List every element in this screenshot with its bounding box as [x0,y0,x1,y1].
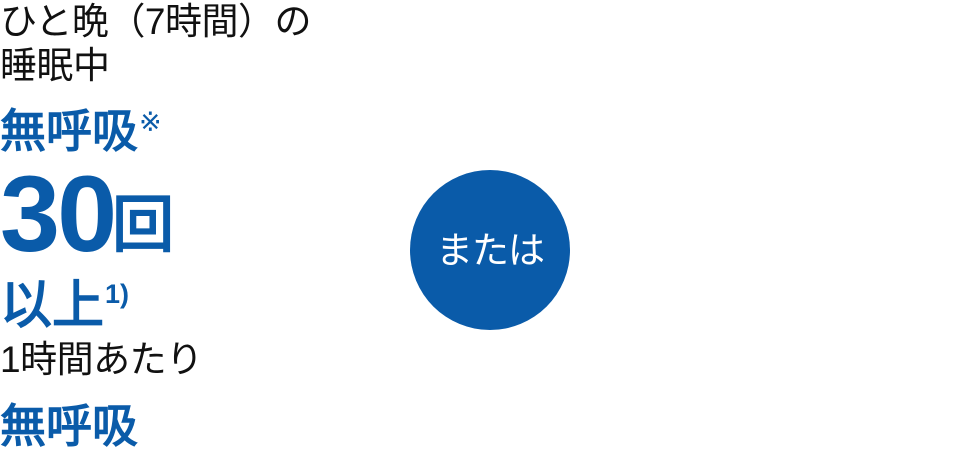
right-criterion-column: 1時間あたり 無呼吸 5回 以上2) [0,338,320,460]
right-count-number: 5 [0,448,60,460]
left-criterion-column: ひと晩（7時間）の 睡眠中 無呼吸※ 30回 以上1) [0,0,320,338]
right-term-label: 無呼吸 [0,400,138,453]
or-badge-circle: または [410,170,570,330]
left-more-label: 以上 [0,277,105,336]
left-more-line: 以上1) [0,263,320,338]
left-count-unit: 回 [112,191,175,261]
right-count-line: 5回 [0,454,320,460]
or-badge-label: または [436,229,545,271]
left-count-number: 30 [0,153,117,275]
left-term-line: 無呼吸※ [0,95,320,161]
left-reference-marker: 1) [105,279,130,310]
right-term-line: 無呼吸 [0,390,320,456]
left-lead-line-1: ひと晩（7時間）の [0,1,311,42]
left-term-label: 無呼吸 [0,105,138,158]
left-term-asterisk-mark: ※ [139,107,162,138]
left-lead-line-2: 睡眠中 [0,44,110,86]
right-lead-line-1: 1時間あたり [0,339,203,381]
left-count-line: 30回 [0,159,320,269]
